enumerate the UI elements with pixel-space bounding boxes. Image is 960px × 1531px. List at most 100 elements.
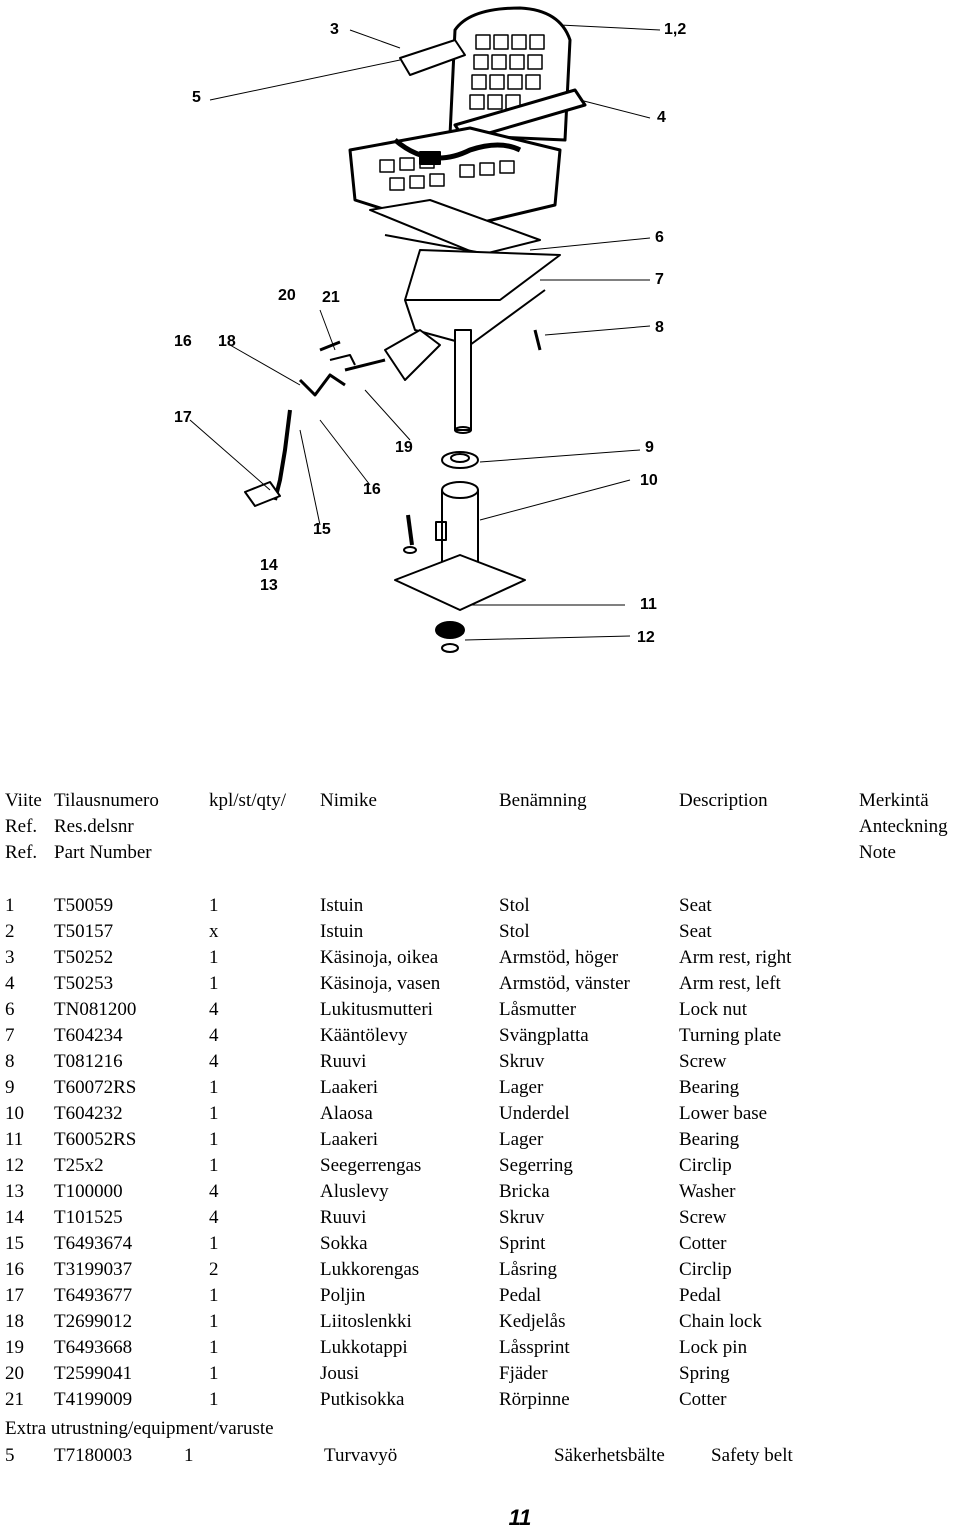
finnish-name-cell: Lukitusmutteri bbox=[320, 999, 433, 1020]
finnish-name-cell: Lukkotappi bbox=[320, 1337, 408, 1358]
swedish-name-cell: Låsring bbox=[499, 1259, 558, 1280]
table-header-row: Viite Tilausnumero kpl/st/qty/ Nimike Be… bbox=[0, 788, 960, 814]
part-number-cell: T3199037 bbox=[54, 1259, 133, 1280]
description-cell: Bearing bbox=[679, 1129, 740, 1150]
ref-cell: 11 bbox=[5, 1129, 24, 1150]
qty-cell: 1 bbox=[209, 1285, 219, 1306]
part-number-cell: T25x2 bbox=[54, 1155, 104, 1176]
part-number-cell: T50157 bbox=[54, 921, 114, 942]
part-number-cell: T7180003 bbox=[54, 1445, 133, 1466]
ref-cell: 16 bbox=[5, 1259, 24, 1280]
finnish-name-cell: Laakeri bbox=[320, 1077, 379, 1098]
ref-cell: 17 bbox=[5, 1285, 24, 1306]
description-cell: Bearing bbox=[679, 1077, 740, 1098]
qty-cell: x bbox=[209, 921, 219, 942]
description-cell: Seat bbox=[679, 895, 712, 916]
description-cell: Chain lock bbox=[679, 1311, 762, 1332]
qty-cell: 1 bbox=[209, 1077, 219, 1098]
finnish-name-cell: Istuin bbox=[320, 895, 364, 916]
ref-cell: 1 bbox=[5, 895, 15, 916]
swedish-name-cell: Låssprint bbox=[499, 1337, 570, 1358]
qty-cell: 1 bbox=[209, 973, 219, 994]
header-cell: Ref. bbox=[5, 842, 38, 863]
description-cell: Circlip bbox=[679, 1155, 732, 1176]
part-number-cell: T6493674 bbox=[54, 1233, 133, 1254]
finnish-name-cell: Käsinoja, oikea bbox=[320, 947, 439, 968]
finnish-name-cell: Istuin bbox=[320, 921, 364, 942]
ref-cell: 20 bbox=[5, 1363, 24, 1384]
finnish-name-cell: Laakeri bbox=[320, 1129, 379, 1150]
qty-cell: 1 bbox=[209, 1363, 219, 1384]
ref-cell: 4 bbox=[5, 973, 15, 994]
swedish-name-cell: Fjäder bbox=[499, 1363, 548, 1384]
page-number: 11 bbox=[508, 1505, 532, 1530]
ref-cell: 14 bbox=[5, 1207, 24, 1228]
qty-cell: 1 bbox=[209, 1129, 219, 1150]
header-cell: Viite bbox=[5, 790, 42, 811]
description-cell: Seat bbox=[679, 921, 712, 942]
qty-cell: 1 bbox=[209, 1337, 219, 1358]
qty-cell: 4 bbox=[209, 1025, 219, 1046]
ref-cell: 21 bbox=[5, 1389, 24, 1410]
swedish-name-cell: Kedjelås bbox=[499, 1311, 566, 1332]
description-cell: Arm rest, left bbox=[679, 973, 781, 994]
description-cell: Turning plate bbox=[679, 1025, 782, 1046]
callout-label: 9 bbox=[645, 439, 654, 456]
part-number-cell: T2699012 bbox=[54, 1311, 133, 1332]
finnish-name-cell: Lukkorengas bbox=[320, 1259, 420, 1280]
part-number-cell: T60072RS bbox=[54, 1077, 137, 1098]
ref-cell: 15 bbox=[5, 1233, 24, 1254]
qty-cell: 2 bbox=[209, 1259, 219, 1280]
swedish-name-cell: Låsmutter bbox=[499, 999, 577, 1020]
swedish-name-cell: Stol bbox=[499, 921, 530, 942]
extra-equipment-row: 5 T7180003 1 Turvavyö Säkerhetsbälte Saf… bbox=[0, 1443, 960, 1469]
swedish-name-cell: Segerring bbox=[499, 1155, 573, 1176]
description-cell: Cotter bbox=[679, 1389, 727, 1410]
finnish-name-cell: Kääntölevy bbox=[320, 1025, 408, 1046]
header-cell: Anteckning bbox=[859, 816, 948, 837]
finnish-name-cell: Ruuvi bbox=[320, 1051, 367, 1072]
table-header-row: Ref. Part Number Note bbox=[0, 840, 960, 866]
part-number-cell: TN081200 bbox=[54, 999, 137, 1020]
header-cell: Merkintä bbox=[859, 790, 929, 811]
part-number-cell: T6493677 bbox=[54, 1285, 133, 1306]
description-cell: Washer bbox=[679, 1181, 736, 1202]
callout-label: 6 bbox=[655, 229, 664, 246]
ref-cell: 9 bbox=[5, 1077, 15, 1098]
swedish-name-cell: Sprint bbox=[499, 1233, 546, 1254]
callout-label: 1,2 bbox=[664, 21, 687, 38]
ref-cell: 5 bbox=[5, 1445, 15, 1466]
ref-cell: 13 bbox=[5, 1181, 24, 1202]
part-number-cell: T60052RS bbox=[54, 1129, 137, 1150]
swedish-name-cell: Säkerhetsbälte bbox=[554, 1445, 665, 1466]
finnish-name-cell: Ruuvi bbox=[320, 1207, 367, 1228]
qty-cell: 4 bbox=[209, 1207, 219, 1228]
swedish-name-cell: Armstöd, höger bbox=[499, 947, 619, 968]
part-number-cell: T4199009 bbox=[54, 1389, 133, 1410]
header-cell: kpl/st/qty/ bbox=[209, 790, 287, 811]
ref-cell: 10 bbox=[5, 1103, 24, 1124]
callout-label: 11 bbox=[640, 596, 657, 613]
finnish-name-cell: Poljin bbox=[320, 1285, 366, 1306]
finnish-name-cell: Aluslevy bbox=[320, 1181, 389, 1202]
ref-cell: 18 bbox=[5, 1311, 24, 1332]
callout-label: 12 bbox=[637, 629, 655, 646]
finnish-name-cell: Käsinoja, vasen bbox=[320, 973, 441, 994]
qty-cell: 1 bbox=[209, 1233, 219, 1254]
description-cell: Lock nut bbox=[679, 999, 748, 1020]
header-cell: Benämning bbox=[499, 790, 587, 811]
header-cell: Ref. bbox=[5, 816, 38, 837]
description-cell: Lock pin bbox=[679, 1337, 748, 1358]
part-number-cell: T50252 bbox=[54, 947, 114, 968]
ref-cell: 3 bbox=[5, 947, 15, 968]
callout-label: 15 bbox=[313, 521, 331, 538]
ref-cell: 8 bbox=[5, 1051, 15, 1072]
qty-cell: 1 bbox=[209, 1311, 219, 1332]
